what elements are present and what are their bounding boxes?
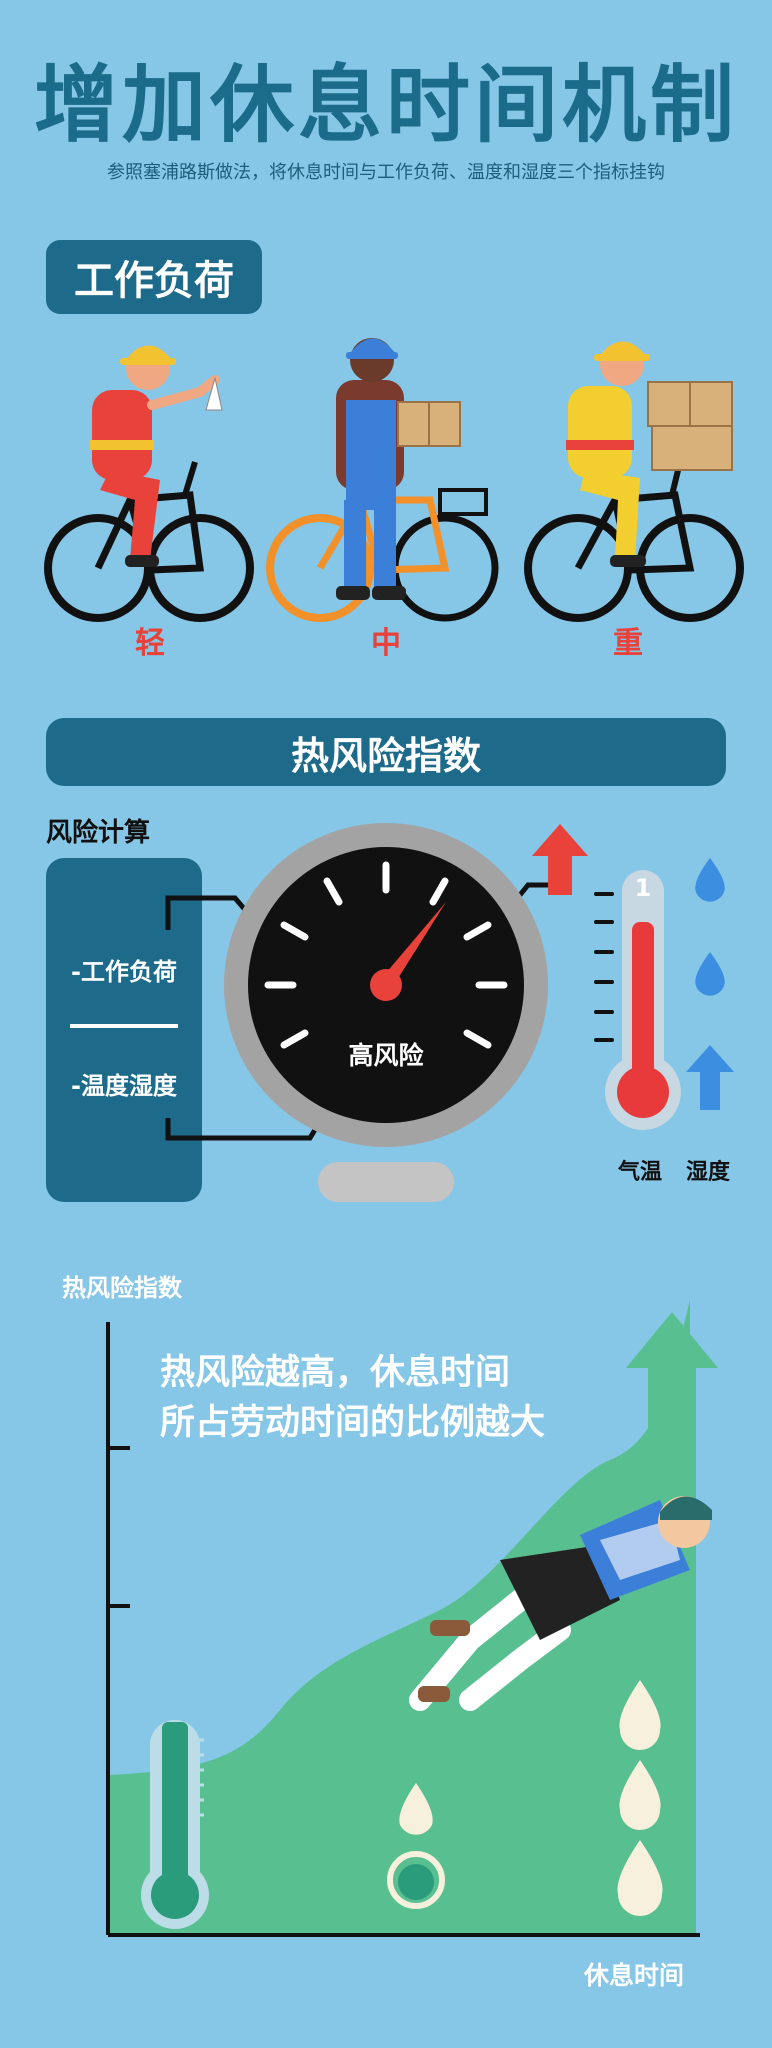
- risk-calc-label: 风险计算: [46, 818, 151, 848]
- chart-message: 热风险越高，休息时间 所占劳动时间的比例越大: [160, 1348, 545, 1448]
- small-thermometer-icon: [141, 1720, 209, 1929]
- workload-heading-text: 工作负荷: [74, 258, 234, 304]
- chart-message-line-2: 所占劳动时间的比例越大: [160, 1403, 546, 1443]
- risk-factor-temp-humidity: -温度湿度: [71, 1072, 177, 1100]
- workload-level-heavy: 重: [613, 626, 643, 661]
- chart-message-line-1: 热风险越高，休息时间: [160, 1353, 511, 1393]
- heat-risk-heading: 热风险指数: [46, 718, 726, 786]
- chart-y-axis-label: 热风险指数: [62, 1274, 182, 1302]
- chart-x-axis-label: 休息时间: [584, 1961, 685, 1990]
- page-title: 增加休息时间机制: [33, 56, 738, 154]
- humidity-label: 湿度: [686, 1160, 731, 1185]
- humidity-drop-icons: [686, 858, 734, 1110]
- risk-gauge: [224, 823, 548, 1202]
- workload-level-medium: 中: [371, 626, 401, 661]
- thermometer-icon: [594, 870, 681, 1130]
- gauge-risk-label: 高风险: [348, 1041, 424, 1070]
- rest-time-chart: [106, 1300, 718, 1937]
- cyclist-heavy-illustration: [524, 341, 744, 622]
- temperature-label: 气温: [618, 1160, 663, 1185]
- risk-calc-panel: [46, 858, 202, 1202]
- cyclist-light-illustration: [44, 345, 254, 622]
- cyclist-medium-illustration: [266, 338, 499, 622]
- resting-rider-illustration: [409, 1496, 712, 1711]
- up-arrow-red-icon: [532, 824, 588, 895]
- page-subtitle: 参照塞浦路斯做法，将休息时间与工作负荷、温度和湿度三个指标挂钩: [107, 162, 665, 183]
- water-drop-icons: [387, 1680, 663, 1916]
- workload-heading: 工作负荷: [46, 240, 262, 314]
- risk-factor-workload: -工作负荷: [71, 958, 177, 986]
- heat-risk-heading-text: 热风险指数: [290, 733, 481, 778]
- workload-level-light: 轻: [135, 626, 165, 661]
- thermometer-number: 1: [634, 874, 652, 902]
